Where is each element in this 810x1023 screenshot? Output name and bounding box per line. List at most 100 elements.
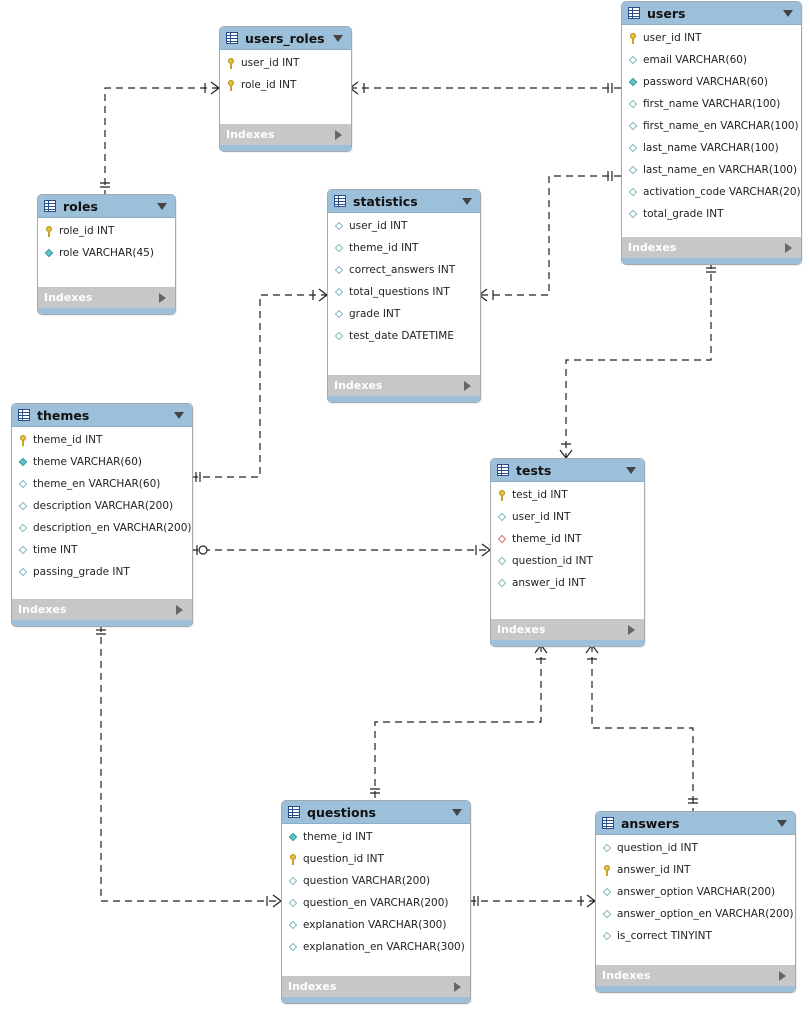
column-row[interactable]: answer_id INT (596, 859, 795, 881)
table-header[interactable]: questions (282, 801, 470, 824)
collapse-arrow-icon[interactable] (626, 466, 636, 474)
collapse-arrow-icon[interactable] (783, 9, 793, 17)
column-label: question VARCHAR(200) (303, 875, 431, 887)
column-icon (18, 545, 29, 556)
column-row[interactable]: explanation VARCHAR(300) (282, 914, 470, 936)
expand-arrow-icon[interactable] (464, 380, 471, 391)
column-row[interactable]: description_en VARCHAR(200) (12, 517, 192, 539)
collapse-arrow-icon[interactable] (174, 411, 184, 419)
table-icon (288, 806, 300, 818)
indexes-section[interactable]: Indexes (596, 965, 795, 986)
indexes-section[interactable]: Indexes (282, 976, 470, 997)
table-header[interactable]: tests (491, 459, 644, 482)
column-row[interactable]: description VARCHAR(200) (12, 495, 192, 517)
column-row[interactable]: user_id INT (328, 215, 480, 237)
column-row[interactable]: last_name_en VARCHAR(100) (622, 159, 801, 181)
column-row[interactable]: theme_id INT (328, 237, 480, 259)
expand-arrow-icon[interactable] (335, 129, 342, 140)
column-row[interactable]: activation_code VARCHAR(20) (622, 181, 801, 203)
column-row[interactable]: grade INT (328, 303, 480, 325)
column-row[interactable]: correct_answers INT (328, 259, 480, 281)
indexes-section[interactable]: Indexes (38, 287, 175, 308)
table-header[interactable]: users (622, 2, 801, 25)
column-row[interactable]: is_correct TINYINT (596, 925, 795, 947)
column-row[interactable]: theme_en VARCHAR(60) (12, 473, 192, 495)
indexes-section[interactable]: Indexes (328, 375, 480, 396)
column-row[interactable]: test_id INT (491, 484, 644, 506)
expand-arrow-icon[interactable] (779, 970, 786, 981)
column-row[interactable]: passing_grade INT (12, 561, 192, 583)
column-row[interactable]: total_questions INT (328, 281, 480, 303)
table-footer (622, 258, 801, 264)
column-icon (602, 931, 613, 942)
column-row[interactable]: role_id INT (38, 220, 175, 242)
expand-arrow-icon[interactable] (785, 242, 792, 253)
indexes-section[interactable]: Indexes (12, 599, 192, 620)
table-footer (328, 396, 480, 402)
column-label: test_id INT (512, 489, 568, 501)
expand-arrow-icon[interactable] (628, 624, 635, 635)
column-row[interactable]: question VARCHAR(200) (282, 870, 470, 892)
column-row[interactable]: question_en VARCHAR(200) (282, 892, 470, 914)
table-header[interactable]: users_roles (220, 27, 351, 50)
column-row[interactable]: question_id INT (282, 848, 470, 870)
table-header[interactable]: themes (12, 404, 192, 427)
primary-key-icon (226, 57, 237, 69)
column-row[interactable]: theme_id INT (12, 429, 192, 451)
expand-arrow-icon[interactable] (454, 981, 461, 992)
indexes-section[interactable]: Indexes (491, 619, 644, 640)
column-row[interactable]: last_name VARCHAR(100) (622, 137, 801, 159)
column-row[interactable]: role_id INT (220, 74, 351, 96)
primary-key-icon (288, 853, 299, 865)
column-row[interactable]: answer_id INT (491, 572, 644, 594)
column-row[interactable]: first_name VARCHAR(100) (622, 93, 801, 115)
column-label: explanation VARCHAR(300) (303, 919, 447, 931)
table-footer (38, 308, 175, 314)
column-icon (497, 512, 508, 523)
indexes-section[interactable]: Indexes (622, 237, 801, 258)
collapse-arrow-icon[interactable] (777, 819, 787, 827)
table-header[interactable]: statistics (328, 190, 480, 213)
collapse-arrow-icon[interactable] (452, 808, 462, 816)
column-row[interactable]: test_date DATETIME (328, 325, 480, 347)
column-row[interactable]: user_id INT (622, 27, 801, 49)
indexes-section[interactable]: Indexes (220, 124, 351, 145)
column-row[interactable]: role VARCHAR(45) (38, 242, 175, 264)
expand-arrow-icon[interactable] (159, 292, 166, 303)
column-row[interactable]: theme VARCHAR(60) (12, 451, 192, 473)
collapse-arrow-icon[interactable] (462, 197, 472, 205)
rel-tests-answers (591, 645, 694, 811)
column-row[interactable]: answer_option_en VARCHAR(200) (596, 903, 795, 925)
column-row[interactable]: time INT (12, 539, 192, 561)
primary-key-icon (602, 864, 613, 876)
column-row[interactable]: first_name_en VARCHAR(100) (622, 115, 801, 137)
collapse-arrow-icon[interactable] (333, 34, 343, 42)
column-row[interactable]: question_id INT (491, 550, 644, 572)
column-row[interactable]: total_grade INT (622, 203, 801, 225)
column-row[interactable]: answer_option VARCHAR(200) (596, 881, 795, 903)
column-row[interactable]: user_id INT (220, 52, 351, 74)
column-label: activation_code VARCHAR(20) (643, 186, 801, 198)
expand-arrow-icon[interactable] (176, 604, 183, 615)
column-row[interactable]: user_id INT (491, 506, 644, 528)
table-header[interactable]: answers (596, 812, 795, 835)
column-row[interactable]: question_id INT (596, 837, 795, 859)
primary-key-icon (497, 489, 508, 501)
column-icon (18, 523, 29, 534)
column-row[interactable]: explanation_en VARCHAR(300) (282, 936, 470, 958)
column-row[interactable]: password VARCHAR(60) (622, 71, 801, 93)
column-row[interactable]: email VARCHAR(60) (622, 49, 801, 71)
column-row[interactable]: theme_id INT (282, 826, 470, 848)
table-header[interactable]: roles (38, 195, 175, 218)
column-row[interactable]: theme_id INT (491, 528, 644, 550)
collapse-arrow-icon[interactable] (157, 202, 167, 210)
table-icon (44, 200, 56, 212)
